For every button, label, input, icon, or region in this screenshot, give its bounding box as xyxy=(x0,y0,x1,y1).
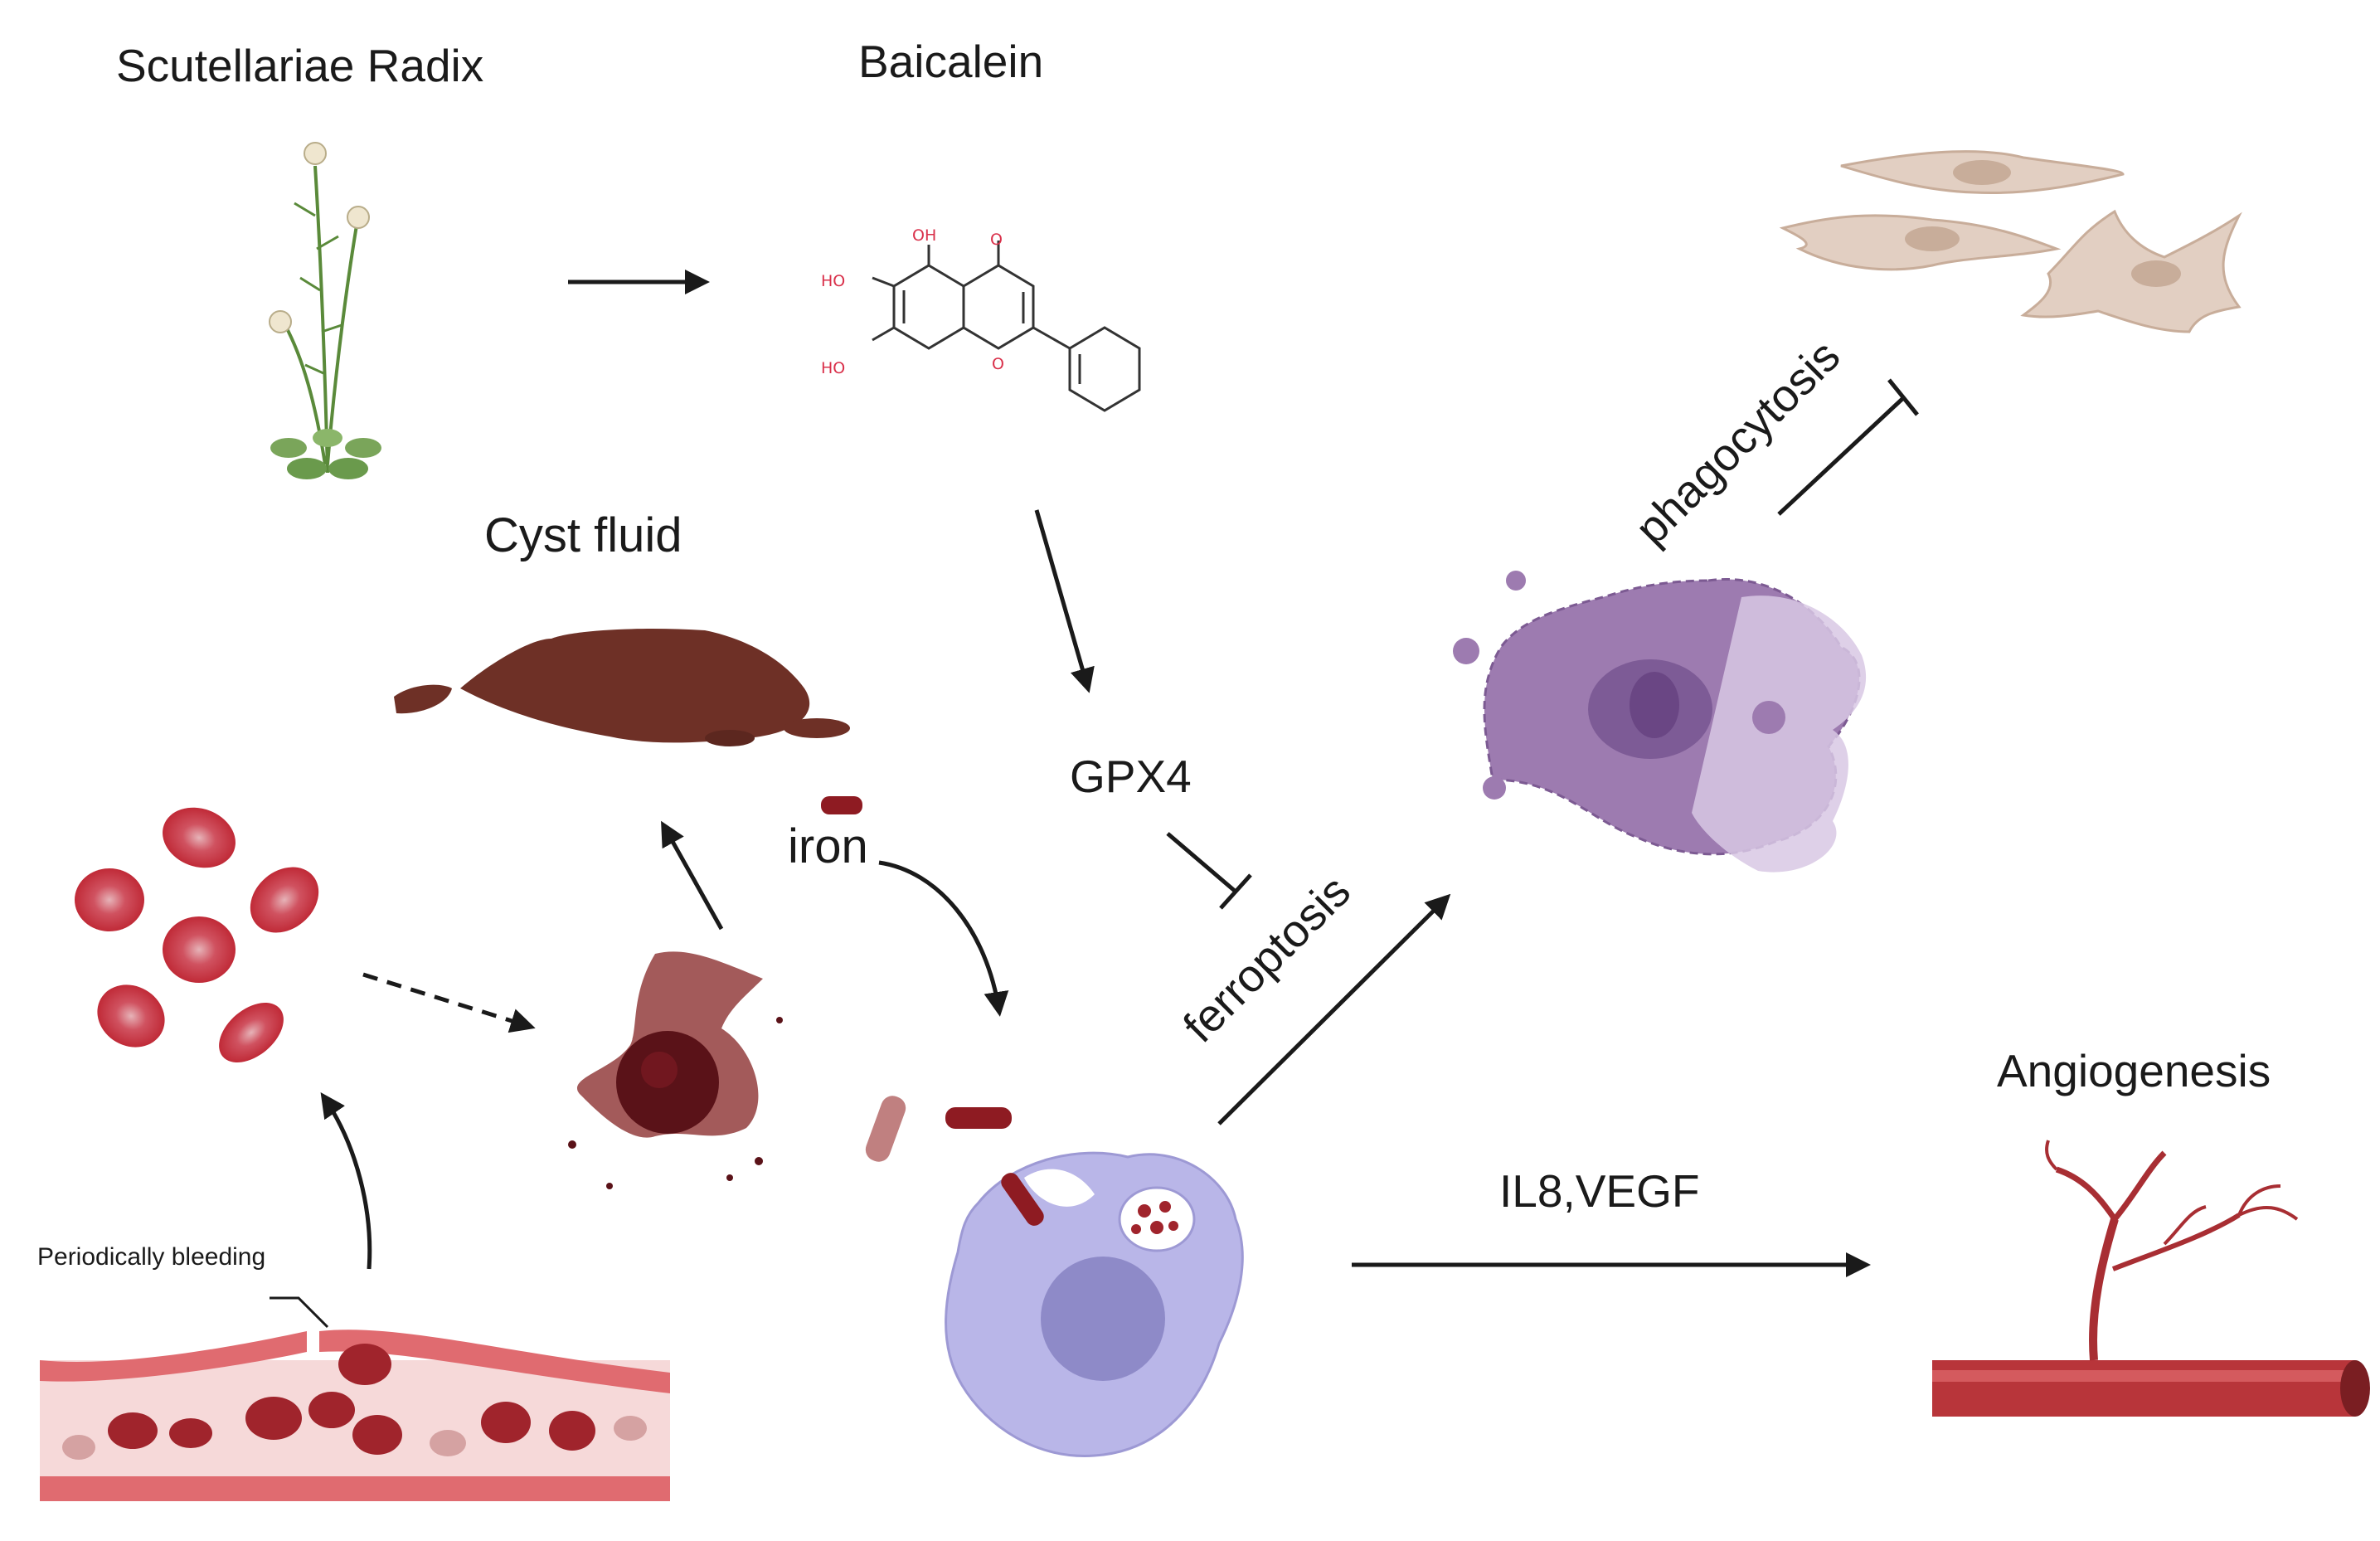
blood-vessel-icon xyxy=(1932,1140,2370,1417)
label-ferroptosis: ferroptosis xyxy=(1173,865,1360,1052)
label-cyst-fluid: Cyst fluid xyxy=(484,508,682,562)
label-il8-vegf: IL8,VEGF xyxy=(1499,1165,1699,1217)
ho-upper-label: HO xyxy=(821,272,845,290)
ho-lower-label: HO xyxy=(821,359,845,377)
arrow-damaged-cell-to-cyst-fluid xyxy=(661,820,724,931)
label-phagocytosis: phagocytosis xyxy=(1625,330,1850,555)
iron-particle xyxy=(821,796,862,814)
baicalein-structure xyxy=(872,241,1141,412)
inhibit-gpx4-ferroptosis xyxy=(1166,832,1252,910)
iron-particle xyxy=(945,1107,1012,1129)
arrow-macrophage-to-ferroptosis xyxy=(1217,893,1451,1125)
label-angiogenesis: Angiogenesis xyxy=(1997,1045,2271,1096)
label-periodically-bleeding: Periodically bleeding xyxy=(37,1243,265,1271)
macrophage-icon xyxy=(945,1151,1244,1457)
label-iron: iron xyxy=(788,819,868,873)
label-baicalein: Baicalein xyxy=(858,36,1043,87)
arrow-bleeding-to-rbc xyxy=(320,1092,372,1270)
label-gpx4: GPX4 xyxy=(1070,751,1192,802)
arrow-rbc-to-damaged-cell xyxy=(362,972,536,1033)
bleeding-pointer-line xyxy=(270,1296,329,1329)
carbonyl-o-label: O xyxy=(990,231,1003,249)
damaged-cell-icon xyxy=(568,951,783,1189)
rbc-icon xyxy=(75,807,319,1063)
plant-icon xyxy=(269,142,381,479)
ring-o-label: O xyxy=(992,355,1004,373)
arrow-baicalein-to-gpx4 xyxy=(1034,509,1095,693)
bleeding-vessel-icon xyxy=(40,1330,670,1501)
oh-top-label: OH xyxy=(912,226,936,245)
ferroptotic-cell-icon xyxy=(1453,571,1867,873)
cyst-fluid-icon xyxy=(394,629,850,746)
label-scutellariae-radix: Scutellariae Radix xyxy=(116,40,483,91)
fibroblast-icon xyxy=(1779,150,2242,333)
inhibit-phagocytosis-fibroblasts xyxy=(1777,378,1919,516)
arrow-iron-to-macrophage xyxy=(878,860,1009,1017)
iron-particle xyxy=(865,1096,906,1162)
